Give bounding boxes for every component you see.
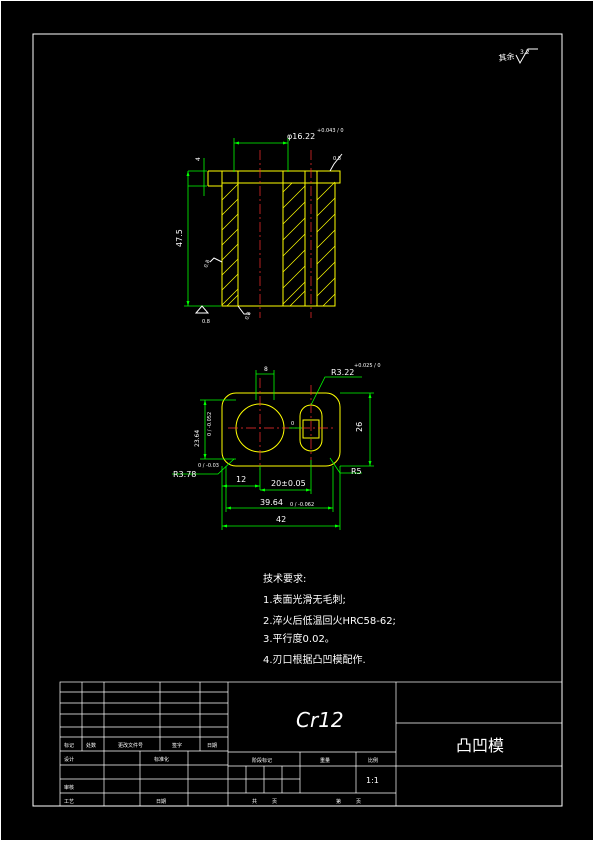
svg-text:0: 0 bbox=[291, 421, 294, 427]
svg-text:共: 共 bbox=[252, 798, 257, 805]
hatching-right bbox=[316, 181, 336, 307]
front-view: φ16.22 +0.043 / 0 4 47.5 0.8 0.8 0.8 0.8 bbox=[175, 128, 344, 325]
svg-text:+0.043 / 0: +0.043 / 0 bbox=[317, 128, 344, 134]
title-block: 标记 处数 更改文件号 签字 日期 设计 标准化 审核 工艺 日期 阶段标记 重… bbox=[59, 681, 563, 807]
svg-text:0.8: 0.8 bbox=[203, 259, 211, 269]
svg-text:工艺: 工艺 bbox=[64, 799, 74, 805]
svg-text:3.2: 3.2 bbox=[520, 49, 530, 56]
svg-text:日期: 日期 bbox=[207, 743, 217, 749]
svg-text:+0.025 / 0: +0.025 / 0 bbox=[354, 363, 381, 369]
svg-text:重量: 重量 bbox=[320, 757, 330, 764]
svg-text:页: 页 bbox=[356, 799, 361, 805]
svg-text:0.8: 0.8 bbox=[202, 319, 210, 325]
svg-text:0.8: 0.8 bbox=[333, 156, 341, 162]
svg-text:阶段标记: 阶段标记 bbox=[252, 757, 272, 764]
svg-text:更改文件号: 更改文件号 bbox=[118, 742, 143, 749]
svg-text:处数: 处数 bbox=[86, 742, 96, 749]
svg-text:日期: 日期 bbox=[156, 799, 166, 805]
svg-text:42: 42 bbox=[276, 515, 286, 524]
top-view-outline bbox=[221, 392, 341, 467]
technical-requirements: 技术要求: 1.表面光滑无毛刺; 2.淬火后低温回火HRC58-62; 3.平行… bbox=[263, 572, 396, 666]
svg-text:47.5: 47.5 bbox=[175, 229, 184, 247]
svg-text:比例: 比例 bbox=[368, 757, 378, 764]
svg-text:设计: 设计 bbox=[64, 756, 74, 763]
tech-req-item: 1.表面光滑无毛刺; bbox=[263, 593, 346, 606]
svg-text:R3.22: R3.22 bbox=[331, 368, 354, 377]
svg-text:0 / -0.052: 0 / -0.052 bbox=[207, 412, 213, 436]
svg-text:12: 12 bbox=[236, 475, 246, 484]
svg-text:标记: 标记 bbox=[64, 742, 74, 749]
part-name: 凸凹模 bbox=[456, 736, 504, 755]
roughness-note: 其余 3.2 bbox=[498, 48, 538, 65]
svg-text:0 / -0.062: 0 / -0.062 bbox=[290, 502, 314, 508]
svg-text:φ16.22: φ16.22 bbox=[287, 132, 315, 141]
svg-text:审核: 审核 bbox=[64, 784, 74, 791]
svg-text:26: 26 bbox=[355, 422, 364, 432]
svg-text:R3.78: R3.78 bbox=[173, 470, 196, 479]
svg-text:4: 4 bbox=[195, 157, 202, 161]
front-view-outline bbox=[208, 170, 341, 307]
hatching-left bbox=[221, 183, 239, 307]
material-name: Cr12 bbox=[296, 708, 344, 732]
svg-text:20±0.05: 20±0.05 bbox=[271, 479, 306, 488]
svg-text:第: 第 bbox=[336, 798, 341, 805]
tech-req-item: 4.刃口根据凸凹模配作. bbox=[263, 653, 366, 666]
svg-text:8: 8 bbox=[264, 366, 268, 373]
inner-frame bbox=[32, 33, 563, 807]
svg-text:0.8: 0.8 bbox=[244, 311, 252, 321]
svg-text:其余: 其余 bbox=[498, 51, 515, 63]
scale-value: 1:1 bbox=[366, 776, 379, 785]
svg-text:标准化: 标准化 bbox=[154, 756, 169, 763]
svg-text:23.64: 23.64 bbox=[194, 430, 201, 447]
svg-text:0 / -0.03: 0 / -0.03 bbox=[198, 463, 219, 469]
svg-text:39.64: 39.64 bbox=[260, 498, 283, 507]
svg-text:R5: R5 bbox=[351, 467, 362, 476]
svg-text:签字: 签字 bbox=[172, 742, 182, 749]
tech-req-item: 3.平行度0.02。 bbox=[263, 632, 335, 645]
tech-req-heading: 技术要求: bbox=[263, 572, 306, 585]
top-view: 8 R3.22 +0.025 / 0 0 23.64 0 / -0.052 26… bbox=[172, 363, 381, 530]
hatching-middle bbox=[282, 182, 306, 307]
tech-req-item: 2.淬火后低温回火HRC58-62; bbox=[263, 614, 396, 627]
svg-text:页: 页 bbox=[272, 799, 277, 805]
